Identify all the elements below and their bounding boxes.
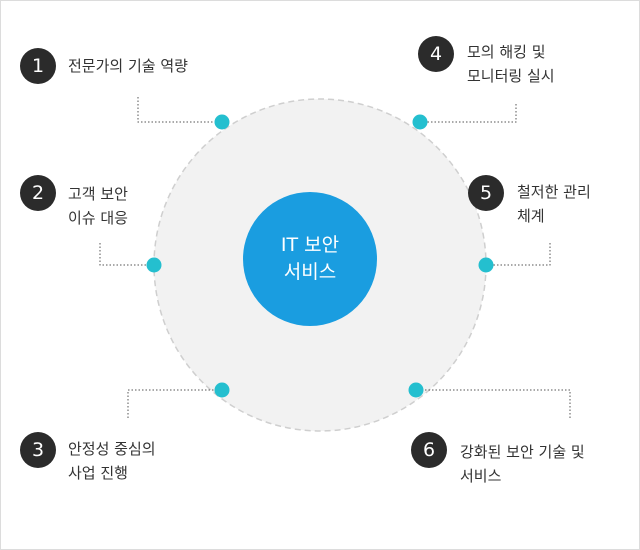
badge-2: 2 [20,175,56,211]
item-5-line2: 체계 [517,207,545,225]
node-4 [412,114,428,130]
item-2-label: 고객 보안 이슈 대응 [68,182,128,230]
node-2 [146,257,162,273]
item-5-line1: 철저한 관리 [517,183,591,201]
center-circle: IT 보안 서비스 [243,192,377,326]
connector-2 [99,243,154,266]
item-3-line1: 안정성 중심의 [68,440,156,458]
item-3-line2: 사업 진행 [68,464,128,482]
item-5-label: 철저한 관리 체계 [517,180,591,228]
connector-4 [420,104,517,123]
item-1-label: 전문가의 기술 역량 [68,54,188,78]
node-1 [214,114,230,130]
connector-5 [486,243,551,266]
center-title-line1: IT 보안 [280,234,340,256]
item-2-line2: 이슈 대응 [68,209,128,227]
badge-1: 1 [20,48,56,84]
item-4-line2: 모니터링 실시 [467,67,555,85]
badge-4: 4 [418,36,454,72]
node-6 [408,382,424,398]
item-4-line1: 모의 해킹 및 [467,43,546,61]
item-1-line1: 전문가의 기술 역량 [68,57,188,75]
item-2-line1: 고객 보안 [68,185,128,203]
connector-1 [137,97,222,123]
center-title-line2: 서비스 [283,261,337,283]
item-6-line1: 강화된 보안 기술 및 [460,443,585,461]
item-4-label: 모의 해킹 및 모니터링 실시 [467,40,555,88]
badge-6: 6 [411,432,447,468]
connector-6 [416,389,571,418]
item-3-label: 안정성 중심의 사업 진행 [68,437,156,485]
badge-3: 3 [20,432,56,468]
badge-5: 5 [468,175,504,211]
node-3 [214,382,230,398]
connector-3 [127,389,222,418]
item-6-line2: 서비스 [460,467,502,485]
item-6-label: 강화된 보안 기술 및 서비스 [460,440,585,488]
node-5 [478,257,494,273]
